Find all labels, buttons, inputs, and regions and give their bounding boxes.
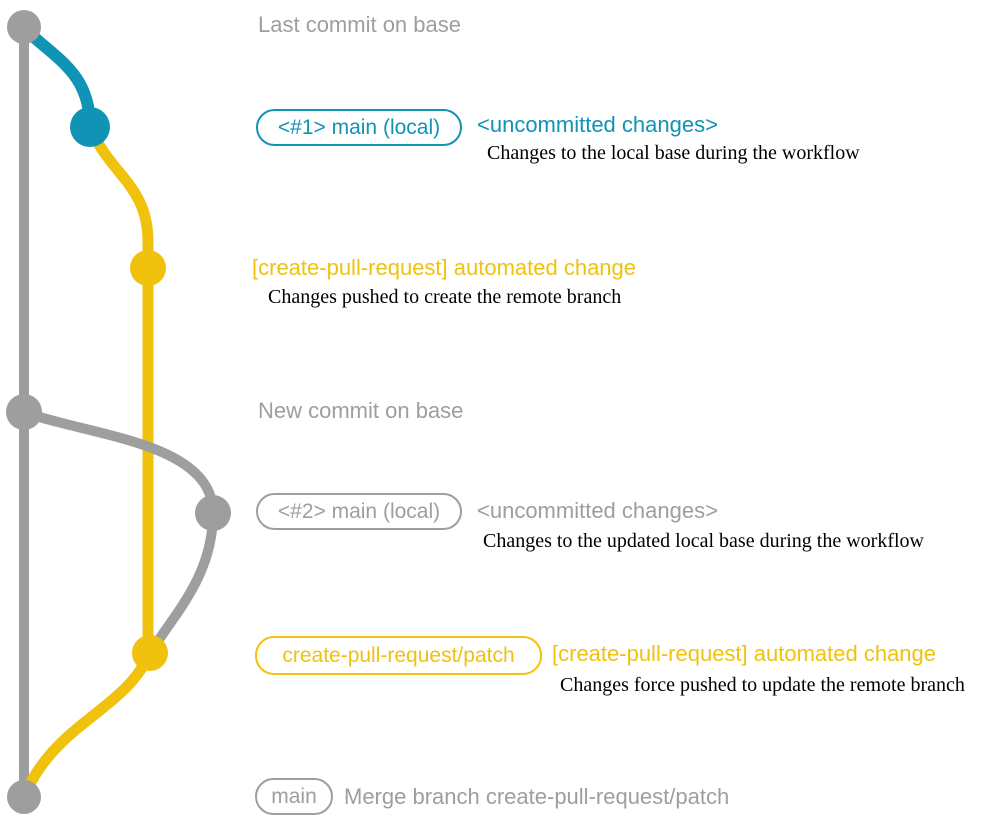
branch-badge-create-pull-request-patch: create-pull-request/patch — [255, 636, 542, 675]
commit-dot-cpr-2 — [132, 635, 168, 671]
desc-local-base-changes: Changes to the local base during the wor… — [487, 142, 860, 164]
base-update-curve-out — [19, 407, 218, 518]
label-automated-change-1: [create-pull-request] automated change — [252, 255, 637, 280]
commit-dot-local-2 — [195, 495, 231, 531]
branch-badge-main: main — [255, 778, 333, 815]
label-new-commit-on-base: New commit on base — [258, 398, 464, 423]
label-uncommitted-changes-1: <uncommitted changes> — [477, 112, 718, 137]
branch-badge-main-local-1: <#1> main (local) — [256, 109, 462, 146]
desc-changes-pushed: Changes pushed to create the remote bran… — [268, 286, 622, 308]
commit-dot-local-1 — [70, 107, 110, 147]
commit-dot-base-new — [6, 394, 42, 430]
branch-badge-main-local-2: <#2> main (local) — [256, 493, 462, 530]
label-uncommitted-changes-2: <uncommitted changes> — [477, 498, 718, 523]
label-merge-branch: Merge branch create-pull-request/patch — [344, 784, 730, 809]
label-last-commit-on-base: Last commit on base — [258, 12, 461, 37]
base-update-curve-in — [145, 508, 218, 658]
desc-changes-force-pushed: Changes force pushed to update the remot… — [560, 674, 965, 696]
label-automated-change-2: [create-pull-request] automated change — [552, 641, 937, 666]
patch-branch-line — [84, 121, 154, 659]
desc-updated-local-base-changes: Changes to the updated local base during… — [483, 530, 924, 552]
patch-merge-curve — [20, 647, 156, 798]
commit-dot-base-tip — [7, 10, 41, 44]
commit-dot-cpr-1 — [130, 250, 166, 286]
commit-dot-merge — [7, 780, 41, 814]
